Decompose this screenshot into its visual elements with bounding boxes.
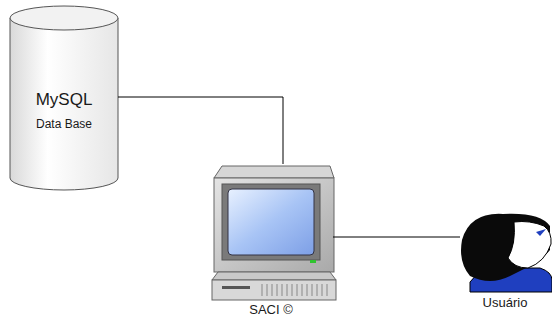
connector-line xyxy=(118,97,283,164)
computer-icon xyxy=(212,166,336,300)
database-node: MySQL Data Base xyxy=(10,6,118,190)
user-node: Usuário xyxy=(458,212,552,312)
node-label: SACI © xyxy=(249,303,293,318)
user-icon xyxy=(461,214,552,292)
connector-line xyxy=(333,237,460,238)
computer-node: SACI © xyxy=(206,164,336,320)
node-label: MySQL xyxy=(36,90,93,110)
node-label: Data Base xyxy=(36,118,92,132)
node-label: Usuário xyxy=(483,296,528,311)
database-cylinder xyxy=(10,6,118,190)
